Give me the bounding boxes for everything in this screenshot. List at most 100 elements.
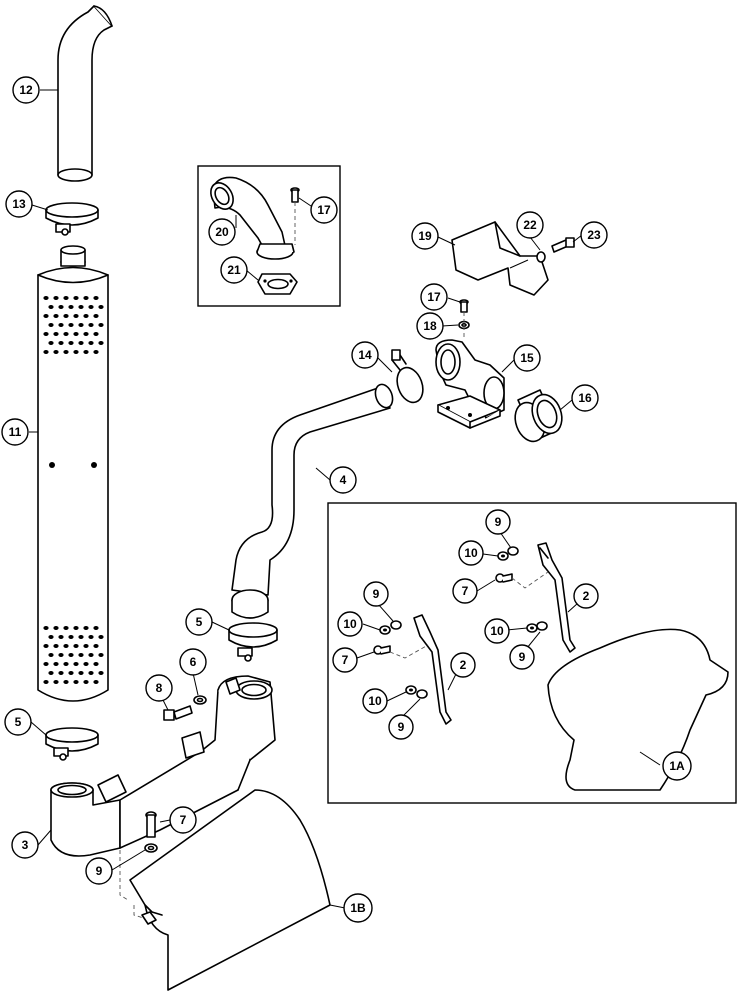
callout-7-lower: 7 xyxy=(169,806,197,834)
svg-text:1B: 1B xyxy=(350,901,366,915)
part-10-nut-c xyxy=(379,625,391,635)
callout-23: 23 xyxy=(580,221,608,249)
callout-7-d: 7 xyxy=(332,647,358,673)
part-10-nut-b xyxy=(497,551,509,561)
svg-text:22: 22 xyxy=(523,218,537,232)
callout-7-b: 7 xyxy=(452,578,478,604)
svg-text:7: 7 xyxy=(342,653,349,667)
part-5-clamp-left xyxy=(45,727,99,761)
callout-1b: 1B xyxy=(343,893,373,923)
svg-text:17: 17 xyxy=(317,203,331,217)
callout-13: 13 xyxy=(5,190,33,218)
callout-10-e: 10 xyxy=(362,688,388,714)
part-22-washer xyxy=(536,251,546,263)
part-9-washer-d xyxy=(536,621,548,631)
svg-text:5: 5 xyxy=(196,615,203,629)
svg-text:6: 6 xyxy=(190,655,197,669)
part-21-gasket xyxy=(257,273,298,295)
callout-10-c: 10 xyxy=(337,611,363,637)
svg-text:10: 10 xyxy=(343,617,357,631)
callout-21: 21 xyxy=(220,256,248,284)
svg-text:18: 18 xyxy=(423,319,437,333)
callout-4: 4 xyxy=(329,466,357,494)
part-12-stack-pipe xyxy=(57,5,113,182)
part-11-muffler xyxy=(37,245,109,702)
part-13-clamp xyxy=(45,202,99,236)
callout-17-upper: 17 xyxy=(420,283,448,311)
svg-text:3: 3 xyxy=(22,838,29,852)
svg-text:16: 16 xyxy=(578,391,592,405)
svg-text:21: 21 xyxy=(227,263,241,277)
part-2-bracket-right xyxy=(537,542,576,653)
part-10-nut-e xyxy=(405,685,417,695)
leader-lines xyxy=(29,89,661,909)
part-1a-heat-shield xyxy=(547,628,729,791)
part-6-washer xyxy=(193,695,207,705)
part-9-washer-b xyxy=(507,546,519,556)
part-10-nut-d xyxy=(526,623,538,633)
callout-9-b: 9 xyxy=(485,509,511,535)
callout-19: 19 xyxy=(411,222,439,250)
callout-5-middle: 5 xyxy=(185,608,213,636)
svg-text:8: 8 xyxy=(156,681,163,695)
part-1b-heat-shield xyxy=(129,789,331,991)
callout-11: 11 xyxy=(1,418,29,446)
callout-9-e: 9 xyxy=(388,714,414,740)
part-5-clamp-middle xyxy=(228,622,278,662)
svg-text:2: 2 xyxy=(583,589,590,603)
part-4-exhaust-pipe xyxy=(231,383,394,619)
svg-text:11: 11 xyxy=(9,425,22,439)
callout-2-right: 2 xyxy=(573,583,599,609)
svg-text:15: 15 xyxy=(520,351,534,365)
callout-10-d: 10 xyxy=(484,618,510,644)
part-9-washer-e xyxy=(416,689,428,699)
svg-text:13: 13 xyxy=(12,197,26,211)
callout-18: 18 xyxy=(416,312,444,340)
svg-text:10: 10 xyxy=(464,546,478,560)
svg-text:23: 23 xyxy=(587,228,601,242)
callout-22: 22 xyxy=(516,211,544,239)
part-20-elbow-pipe xyxy=(210,176,295,260)
svg-text:5: 5 xyxy=(15,715,22,729)
svg-text:10: 10 xyxy=(490,624,504,638)
callout-9-lower: 9 xyxy=(85,857,113,885)
callout-3: 3 xyxy=(11,831,39,859)
callout-8: 8 xyxy=(145,674,173,702)
part-23-bolt xyxy=(551,237,575,253)
svg-text:2: 2 xyxy=(460,658,467,672)
part-15-elbow-adapter xyxy=(435,339,505,429)
svg-text:4: 4 xyxy=(340,473,347,487)
callout-10-b: 10 xyxy=(458,540,484,566)
callout-2-left: 2 xyxy=(450,652,476,678)
svg-text:1A: 1A xyxy=(669,759,685,773)
callout-5-left: 5 xyxy=(4,708,32,736)
svg-text:9: 9 xyxy=(96,864,103,878)
callout-16: 16 xyxy=(571,384,599,412)
callout-14: 14 xyxy=(351,341,379,369)
svg-text:7: 7 xyxy=(180,813,187,827)
part-7-bolt-lower xyxy=(145,811,157,838)
svg-text:12: 12 xyxy=(19,83,33,97)
svg-text:9: 9 xyxy=(519,650,526,664)
part-17-bolt-inset xyxy=(290,187,300,203)
svg-text:14: 14 xyxy=(358,348,372,362)
callout-6: 6 xyxy=(179,648,207,676)
callout-9-c: 9 xyxy=(363,581,389,607)
part-9-washer-lower xyxy=(144,843,158,853)
svg-text:7: 7 xyxy=(462,584,469,598)
inset-frame-upper xyxy=(197,165,341,307)
part-17-bolt-upper xyxy=(459,299,469,313)
svg-text:9: 9 xyxy=(398,720,405,734)
part-8-bolt xyxy=(163,705,193,721)
part-7-bolt-b xyxy=(495,573,513,583)
svg-text:17: 17 xyxy=(427,290,441,304)
part-7-bolt-d xyxy=(373,645,391,655)
callout-1a: 1A xyxy=(662,751,692,781)
callout-12: 12 xyxy=(12,76,40,104)
svg-text:20: 20 xyxy=(215,225,229,239)
inset-frame-lower xyxy=(327,502,737,804)
callout-17-inset: 17 xyxy=(310,196,338,224)
part-9-washer-c xyxy=(390,620,402,630)
svg-text:9: 9 xyxy=(495,515,502,529)
